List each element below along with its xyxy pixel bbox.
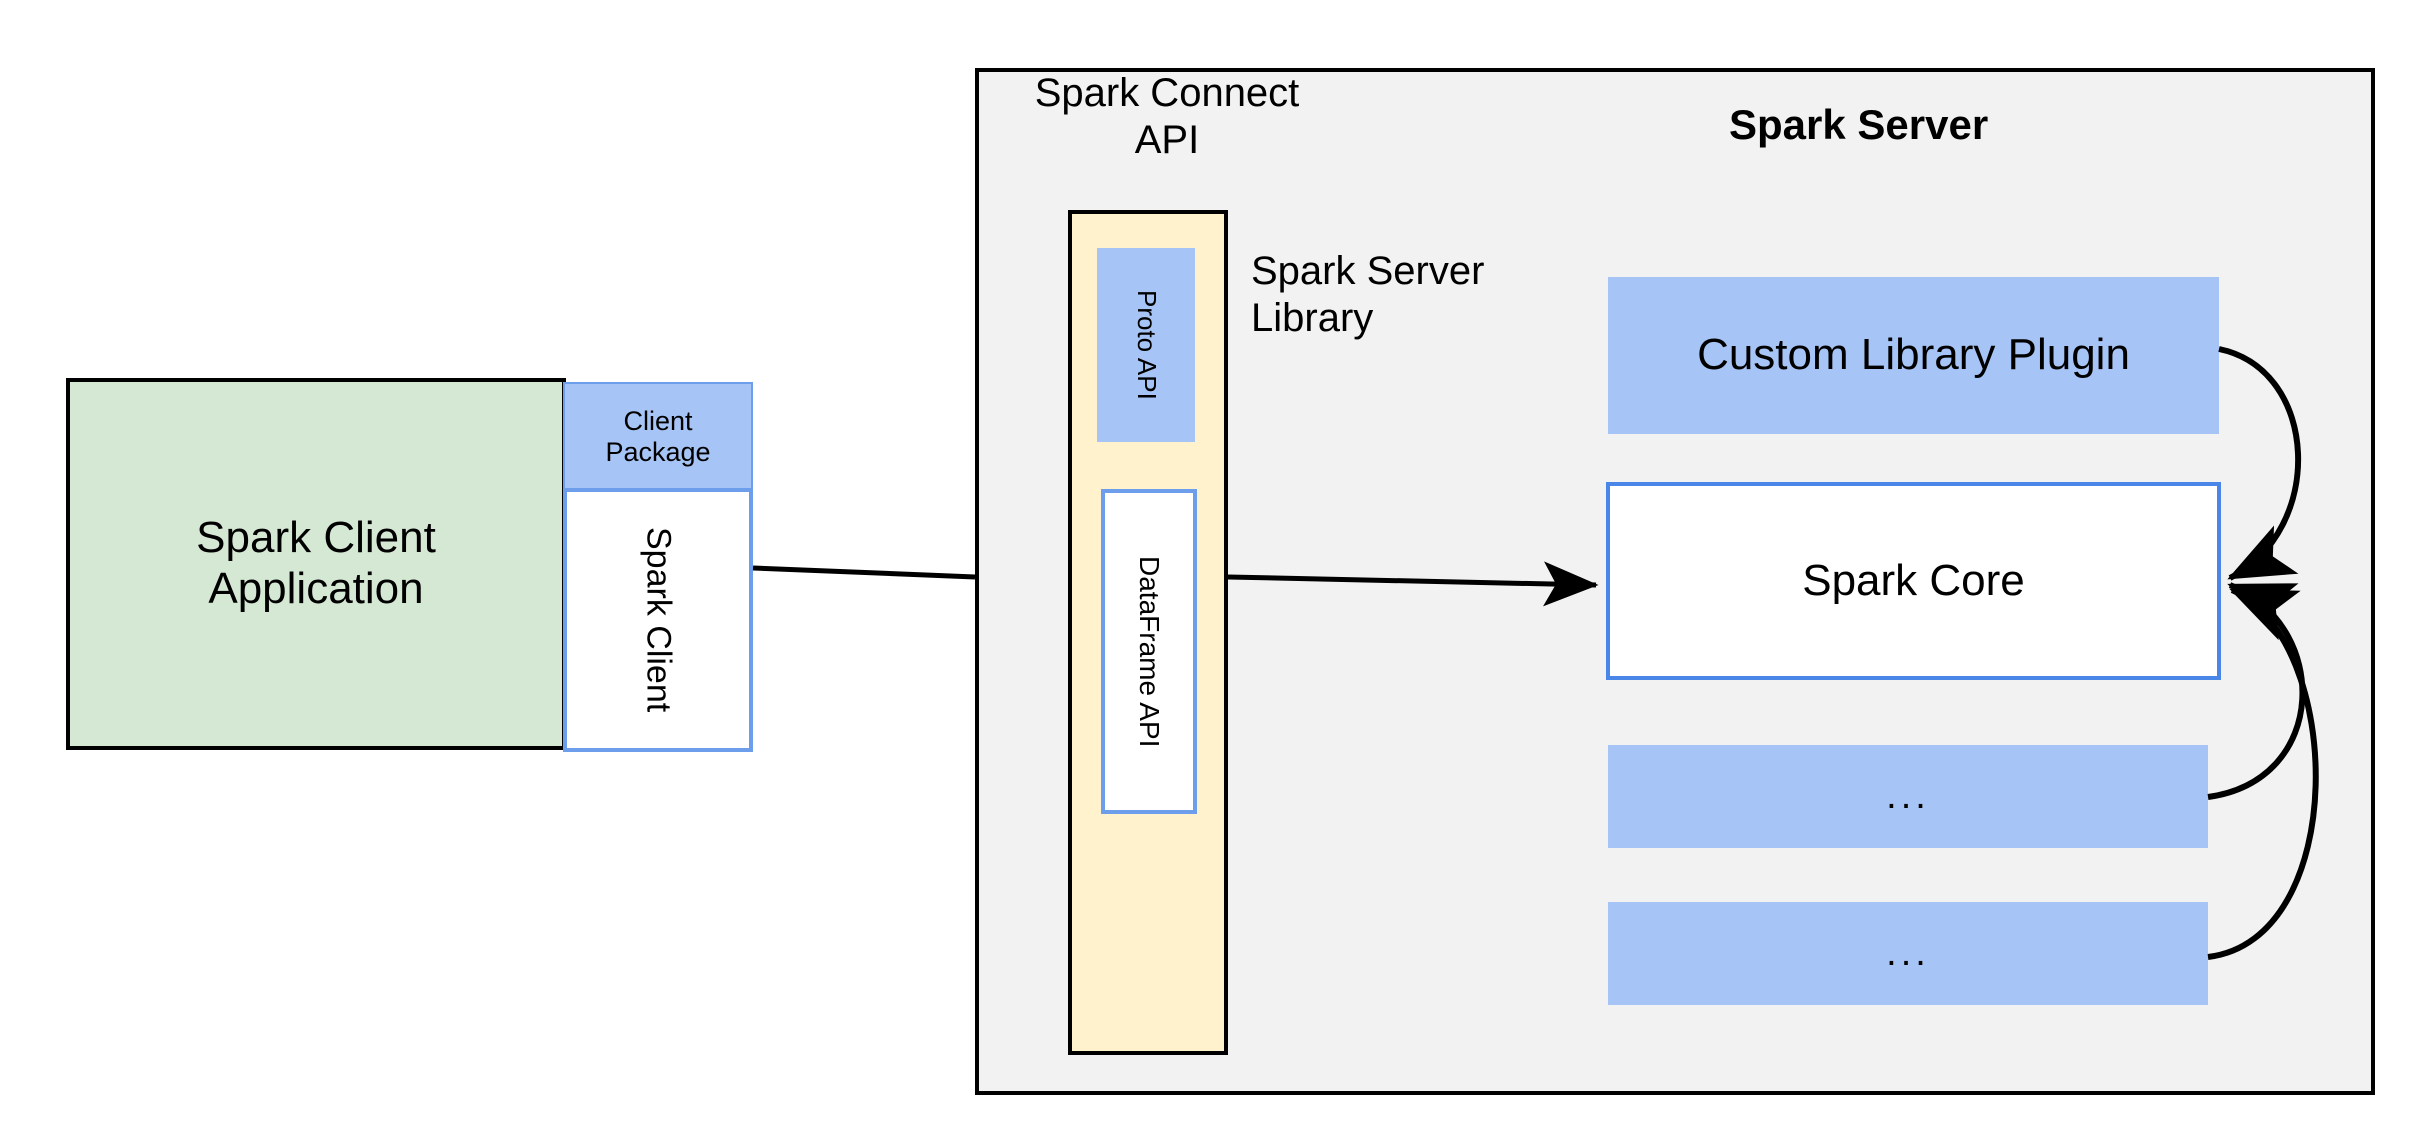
ellipsis-box-2[interactable]: ... [1608,902,2208,1005]
dataframe-api-label: DataFrame API [1134,555,1166,748]
ellipsis-box-1[interactable]: ... [1608,745,2208,848]
proto-api-box[interactable]: Proto API [1097,248,1195,442]
spark-server-title: Spark Server [1729,101,1989,148]
custom-library-plugin-box[interactable]: Custom Library Plugin [1608,277,2219,434]
connector-client-to-connect-api [752,565,976,580]
spark-core-box[interactable]: Spark Core [1606,482,2221,680]
spark-client-box[interactable]: Spark Client [563,488,753,752]
dataframe-api-box[interactable]: DataFrame API [1101,489,1197,814]
proto-api-label: Proto API [1131,290,1162,400]
spark-client-label: Spark Client [639,527,678,713]
